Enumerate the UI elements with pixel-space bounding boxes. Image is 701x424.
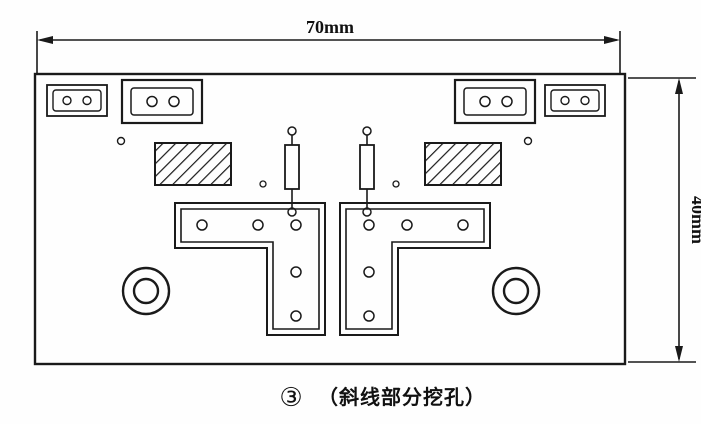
mounting-hole-right bbox=[491, 266, 541, 316]
l-pad-outer-outline bbox=[174, 202, 326, 336]
pad-hole bbox=[82, 95, 92, 106]
caption: ③ （斜线部分挖孔） bbox=[279, 383, 486, 413]
connector-pad-far-left bbox=[46, 84, 108, 117]
pad-hole bbox=[580, 95, 590, 106]
small-hole-left bbox=[116, 136, 126, 146]
connector-pad-left bbox=[120, 78, 204, 125]
small-hole-inner-right bbox=[392, 180, 400, 188]
lead-hole-bottom bbox=[362, 207, 372, 217]
hatched-cutout-left bbox=[154, 142, 232, 186]
pad-hole bbox=[401, 219, 413, 231]
lead-hole-top bbox=[287, 126, 297, 136]
connector-inner-frame bbox=[550, 89, 600, 112]
caption-number: ③ bbox=[279, 383, 302, 413]
connector-inner-frame bbox=[52, 89, 102, 112]
small-hole-inner-left bbox=[259, 180, 267, 188]
component-resistor-left bbox=[284, 126, 300, 217]
board-outline bbox=[33, 72, 627, 366]
dim-width-label: 70mm bbox=[306, 17, 354, 37]
component-resistor-right bbox=[359, 126, 375, 217]
l-pad-right bbox=[339, 202, 491, 336]
pad-hole bbox=[252, 219, 264, 231]
pad-hole bbox=[560, 95, 570, 106]
connector-pad-right bbox=[453, 78, 537, 125]
pad-hole bbox=[501, 95, 513, 108]
l-pad-left bbox=[174, 202, 326, 336]
mounting-hole-left bbox=[121, 266, 171, 316]
pad-hole bbox=[363, 310, 375, 322]
caption-text: （斜线部分挖孔） bbox=[318, 385, 486, 409]
l-pad-inner-outline bbox=[180, 208, 320, 330]
arrowhead-up-icon bbox=[675, 78, 683, 94]
mounting-hole-inner bbox=[502, 277, 530, 305]
l-pad-inner-outline bbox=[345, 208, 485, 330]
dimension-width: 70mm bbox=[36, 17, 621, 73]
resistor-body bbox=[284, 144, 300, 190]
pad-hole bbox=[196, 219, 208, 231]
arrowhead-right-icon bbox=[604, 36, 620, 44]
pad-hole bbox=[146, 95, 158, 108]
arrowhead-down-icon bbox=[675, 346, 683, 362]
l-pad-outer-outline bbox=[339, 202, 491, 336]
arrowhead-left-icon bbox=[37, 36, 53, 44]
pad-hole bbox=[168, 95, 180, 108]
lead-hole-top bbox=[362, 126, 372, 136]
pad-hole bbox=[363, 266, 375, 278]
pad-hole bbox=[457, 219, 469, 231]
small-hole-right bbox=[523, 136, 533, 146]
pad-hole bbox=[62, 95, 72, 106]
dim-height-label: 40mm bbox=[688, 196, 701, 244]
connector-inner-frame bbox=[130, 87, 194, 116]
pad-hole bbox=[290, 219, 302, 231]
pad-hole bbox=[290, 310, 302, 322]
connector-inner-frame bbox=[463, 87, 527, 116]
pad-hole bbox=[290, 266, 302, 278]
connector-pad-far-right bbox=[544, 84, 606, 117]
pad-hole bbox=[363, 219, 375, 231]
hatched-cutout-right bbox=[424, 142, 502, 186]
mounting-hole-inner bbox=[132, 277, 160, 305]
pad-hole bbox=[479, 95, 491, 108]
resistor-body bbox=[359, 144, 375, 190]
lead-hole-bottom bbox=[287, 207, 297, 217]
dimension-height: 40mm bbox=[628, 77, 701, 363]
